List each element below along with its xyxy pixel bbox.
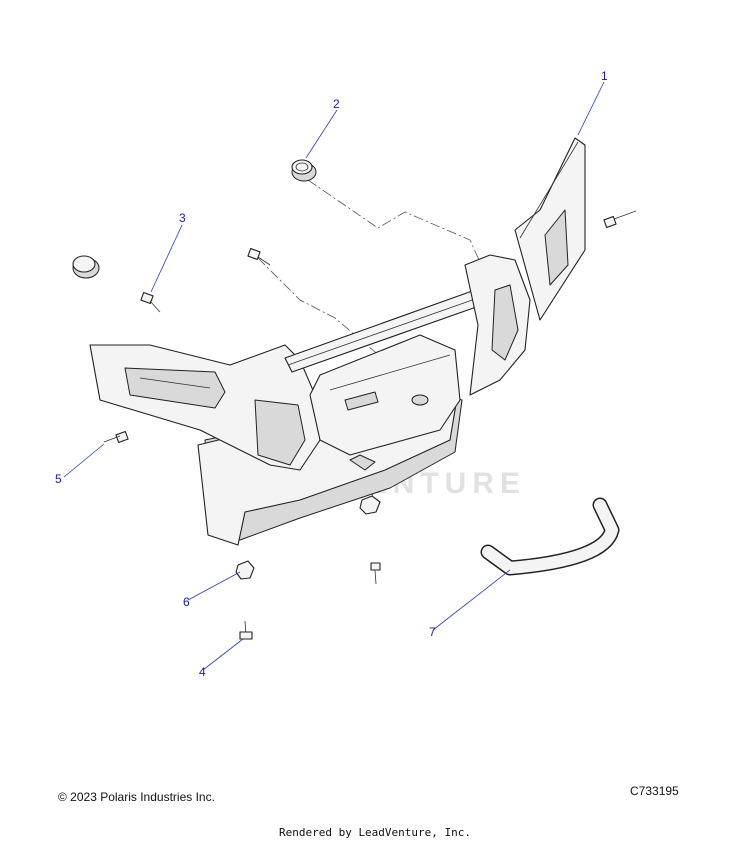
bolt-part-5[interactable] bbox=[103, 430, 129, 444]
nut-part-6[interactable] bbox=[235, 560, 255, 580]
bolt-part-4[interactable] bbox=[239, 620, 253, 640]
cap-plug-upper-part[interactable] bbox=[291, 159, 317, 182]
callout-3[interactable]: 3 bbox=[179, 211, 186, 225]
callout-5[interactable]: 5 bbox=[55, 472, 62, 486]
bolt-part-upper[interactable] bbox=[247, 247, 271, 266]
bolt-part-right[interactable] bbox=[603, 210, 637, 229]
callout-4[interactable]: 4 bbox=[199, 665, 206, 679]
tube-part-7[interactable] bbox=[480, 497, 620, 576]
callout-labels: 1 2 3 4 5 6 7 bbox=[55, 69, 608, 679]
diagram-code: C733195 bbox=[630, 784, 679, 798]
callout-2[interactable]: 2 bbox=[333, 97, 340, 111]
nut-part-center[interactable] bbox=[359, 495, 381, 515]
cap-plug-left-part[interactable] bbox=[72, 255, 100, 279]
leader-lines bbox=[63, 81, 605, 671]
front-bumper-part[interactable] bbox=[89, 137, 586, 546]
bolt-part-3[interactable] bbox=[140, 291, 161, 313]
callout-1[interactable]: 1 bbox=[601, 69, 608, 83]
bolt-part-center-lower[interactable] bbox=[370, 562, 381, 585]
callout-6[interactable]: 6 bbox=[183, 595, 190, 609]
rendered-by-text: Rendered by LeadVenture, Inc. bbox=[278, 826, 472, 839]
copyright-text: © 2023 Polaris Industries Inc. bbox=[58, 790, 215, 804]
callout-7[interactable]: 7 bbox=[429, 625, 436, 639]
